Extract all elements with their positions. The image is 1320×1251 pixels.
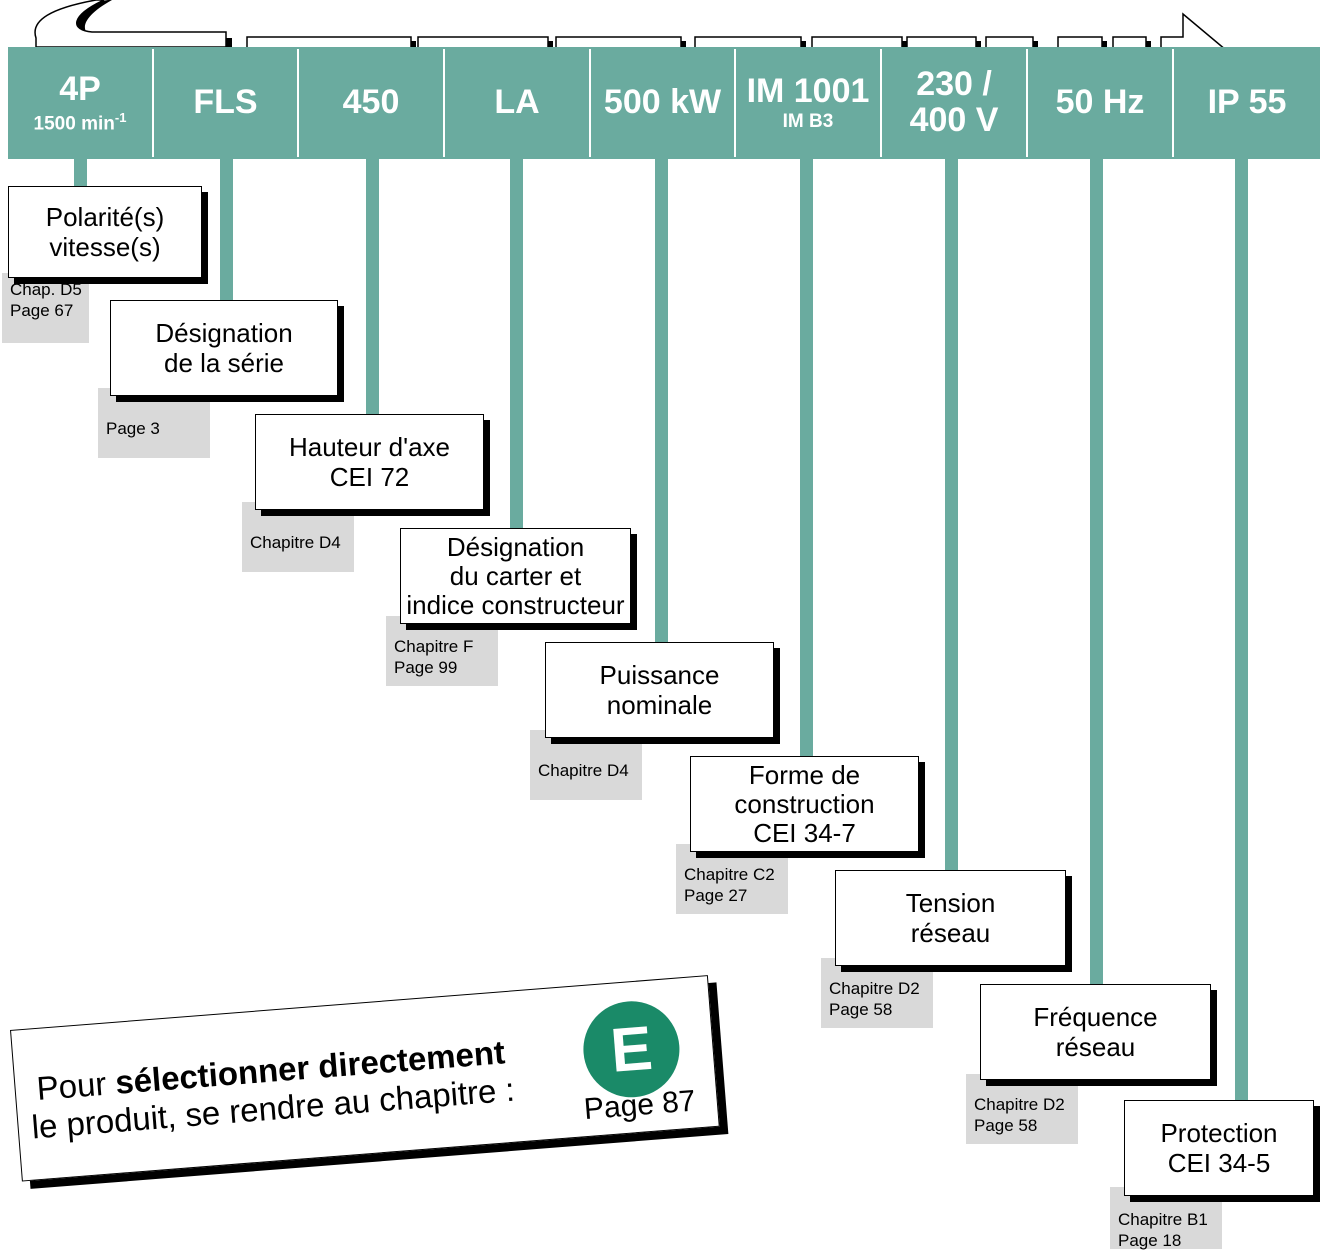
label-box-frame: Désignation du carter et indice construc…	[400, 528, 631, 624]
reference-line: Chapitre D4	[250, 533, 341, 552]
header-cell-frame: LA	[445, 47, 589, 159]
header-cell-sub: 1500 min-1	[33, 109, 127, 135]
label-line: Hauteur d'axe	[288, 432, 451, 462]
connector-stem	[945, 159, 958, 871]
label-line: nominale	[606, 690, 713, 720]
header-cell-main: IM 1001	[746, 71, 870, 110]
reference-line: Page 58	[829, 1000, 893, 1019]
label-box-polarity: Polarité(s) vitesse(s)	[8, 186, 202, 278]
label-line: Forme de	[748, 759, 861, 790]
reference-line: Page 27	[684, 886, 748, 905]
header-cell-sub-base: 1500 min	[33, 113, 115, 135]
label-box-frequency: Fréquence réseau	[980, 984, 1211, 1080]
label-line: CEI 34-5	[1167, 1148, 1271, 1178]
connector-stem	[74, 159, 87, 186]
label-line: Polarité(s)	[45, 202, 165, 232]
header-separator	[1172, 49, 1174, 157]
label-box-protection: Protection CEI 34-5	[1124, 1100, 1314, 1196]
label-line: CEI 34-7	[753, 817, 856, 848]
label-line: réseau	[910, 918, 991, 948]
reference-line: Page 58	[974, 1116, 1038, 1135]
reference-line: Chapitre B1	[1118, 1210, 1208, 1229]
connector-stem	[800, 159, 813, 757]
label-box-power: Puissance nominale	[545, 642, 774, 738]
label-box-series: Désignation de la série	[110, 300, 338, 396]
reference-line: Chapitre D2	[829, 979, 920, 998]
connector-stem	[1235, 159, 1248, 1101]
header-cell-series: FLS	[154, 47, 297, 159]
label-line: vitesse(s)	[49, 232, 161, 262]
callout-text: Pour	[35, 1063, 117, 1108]
reference-tab-protection: Chapitre B1 Page 18	[1110, 1187, 1222, 1250]
reference-line: Page 18	[1118, 1231, 1182, 1250]
reference-line: Chapitre D2	[974, 1095, 1065, 1114]
connector-stem	[366, 159, 379, 415]
label-box-axis-height: Hauteur d'axe CEI 72	[255, 414, 484, 510]
label-line: Protection	[1160, 1118, 1278, 1148]
label-line: CEI 72	[329, 462, 410, 492]
label-line: du carter et	[449, 560, 582, 591]
header-cell-power: 500 kW	[591, 47, 734, 159]
header-cell-sub-sup: -1	[114, 109, 127, 125]
header-cell-main: 4P	[59, 70, 101, 109]
header-cell-mounting: IM 1001 IM B3	[736, 47, 880, 159]
header-cell-main: IP 55	[1207, 83, 1287, 122]
reference-line: Chapitre F	[394, 637, 474, 656]
header-separator	[589, 49, 591, 157]
reference-tab-polarity: Chap. D5 Page 67	[2, 273, 89, 343]
header-cell-main: 450	[342, 83, 400, 122]
header-cell-sub: IM B3	[782, 111, 834, 133]
label-line: construction	[734, 788, 875, 819]
reference-line: Chapitre C2	[684, 865, 775, 884]
header-cell-main: 230 /	[916, 65, 992, 104]
header-cell-protection: IP 55	[1174, 47, 1320, 159]
connector-stem	[1090, 159, 1103, 985]
reference-line: Page 67	[10, 301, 74, 320]
label-line: Fréquence	[1033, 1002, 1158, 1032]
header-cell-main-2: 400 V	[909, 101, 999, 139]
header-cell-frequency: 50 Hz	[1028, 47, 1172, 159]
reference-line: Chap. D5	[10, 280, 82, 299]
header-separator	[1026, 49, 1028, 157]
connector-stem	[220, 159, 233, 301]
label-line: Puissance	[599, 660, 720, 690]
label-line: Désignation	[446, 531, 585, 562]
header-cell-voltage: 230 / 400 V	[882, 47, 1026, 159]
reference-line: Chapitre D4	[538, 761, 629, 780]
header-cell-polarity: 4P 1500 min-1	[8, 47, 152, 159]
header-separator	[297, 49, 299, 157]
header-cell-main: FLS	[193, 83, 258, 122]
reference-line: Page 99	[394, 658, 458, 677]
header-separator	[734, 49, 736, 157]
label-line: réseau	[1055, 1032, 1136, 1062]
header-cell-main: 50 Hz	[1055, 83, 1145, 122]
arrow-curve	[34, 0, 227, 48]
header-separator	[152, 49, 154, 157]
header-cell-axis-height: 450	[299, 47, 443, 159]
label-line: de la série	[164, 348, 284, 378]
label-box-mounting: Forme de construction CEI 34-7	[690, 756, 919, 852]
header-band	[8, 47, 1320, 159]
header-cell-main: 500 kW	[603, 83, 722, 122]
header-separator	[443, 49, 445, 157]
label-line: indice constructeur	[406, 589, 625, 620]
header-separator	[880, 49, 882, 157]
label-box-voltage: Tension réseau	[835, 870, 1066, 966]
header-cell-main: LA	[494, 83, 540, 122]
connector-stem	[655, 159, 668, 643]
label-line: Tension	[905, 888, 996, 918]
connector-stem	[510, 159, 523, 529]
reference-line: Page 3	[106, 419, 160, 438]
label-line: Désignation	[155, 318, 293, 348]
